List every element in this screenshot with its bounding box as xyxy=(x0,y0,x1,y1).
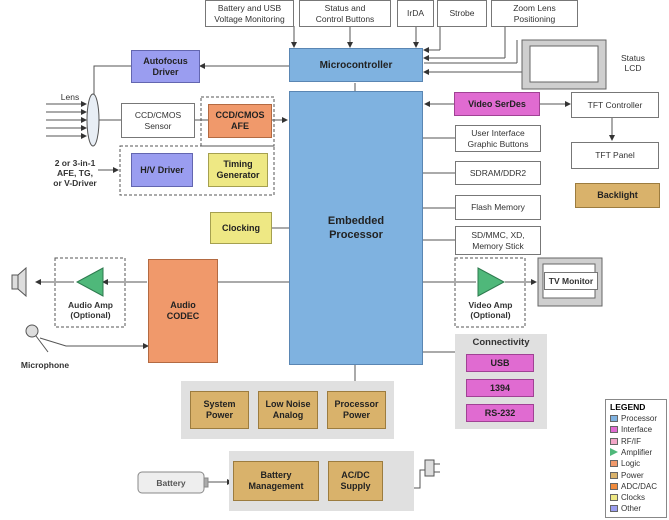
audio-amp-icon xyxy=(75,267,104,297)
video-serdes: Video SerDes xyxy=(454,92,540,116)
legend-swatch xyxy=(610,460,618,468)
status-lcd-label: Status LCD xyxy=(620,53,646,73)
afe-note: 2 or 3-in-1 AFE, TG, or V-Driver xyxy=(53,158,97,188)
legend-swatch xyxy=(610,471,618,479)
system-power: System Power xyxy=(190,391,249,429)
usb: USB xyxy=(466,354,534,372)
battery-usb-monitoring: Battery and USB Voltage Monitoring xyxy=(205,0,294,27)
status-control-buttons: Status and Control Buttons xyxy=(299,0,391,27)
ccd-cmos-sensor: CCD/CMOS Sensor xyxy=(121,103,195,138)
battery-management: Battery Management xyxy=(233,461,319,501)
status-lcd-icon xyxy=(521,39,607,90)
legend-label: RF/IF xyxy=(621,436,641,446)
hv-driver: H/V Driver xyxy=(131,153,193,187)
speaker-icon xyxy=(11,266,27,298)
legend-label: Interface xyxy=(621,425,653,435)
plug-icon xyxy=(424,459,440,477)
audio-codec: Audio CODEC xyxy=(148,259,218,363)
legend-item: Logic xyxy=(610,459,640,468)
legend-item: Interface xyxy=(610,425,652,434)
zoom-lens-positioning: Zoom Lens Positioning xyxy=(491,0,578,27)
legend-swatch xyxy=(610,494,618,502)
legend-label: Processor xyxy=(621,414,658,423)
irda: IrDA xyxy=(397,0,434,27)
strobe: Strobe xyxy=(437,0,487,27)
microphone-icon xyxy=(25,324,49,353)
legend-label: Clocks xyxy=(621,493,646,503)
tv-monitor: TV Monitor xyxy=(544,272,598,290)
legend-swatch xyxy=(610,482,618,490)
legend-label: Power xyxy=(621,470,644,480)
connectivity-title: Connectivity xyxy=(472,337,530,348)
sdram-ddr2: SDRAM/DDR2 xyxy=(455,161,541,185)
legend-item: Processor xyxy=(610,414,657,423)
microcontroller: Microcontroller xyxy=(289,48,423,82)
timing-generator: Timing Generator xyxy=(208,153,268,187)
processor-power: Processor Power xyxy=(327,391,386,429)
battery-label: Battery xyxy=(156,478,186,488)
legend-item: Power xyxy=(610,471,644,480)
lens-label: Lens xyxy=(60,92,80,102)
ui-graphic-buttons: User Interface Graphic Buttons xyxy=(455,125,541,152)
legend-label: Logic xyxy=(621,459,641,469)
legend-item: Clocks xyxy=(610,493,645,502)
rs-232: RS-232 xyxy=(466,404,534,422)
tft-controller: TFT Controller xyxy=(571,92,659,118)
microphone-label: Microphone xyxy=(20,360,70,370)
legend-swatch xyxy=(610,505,618,513)
backlight: Backlight xyxy=(575,183,660,208)
ieee-1394: 1394 xyxy=(466,379,534,397)
legend-item: RF/IF xyxy=(610,437,641,446)
autofocus-driver: Autofocus Driver xyxy=(131,50,200,83)
ccd-cmos-afe: CCD/CMOS AFE xyxy=(208,104,272,138)
sd-mmc-xd: SD/MMC, XD, Memory Stick xyxy=(455,226,541,255)
legend-swatch xyxy=(610,448,618,457)
legend-swatch xyxy=(610,426,618,434)
legend-title: LEGEND xyxy=(610,402,646,412)
audio-amp-label: Audio Amp (Optional) xyxy=(67,300,113,320)
legend-item: Amplifier xyxy=(610,448,652,457)
battery-icon xyxy=(137,471,209,494)
legend-item: ADC/DAC xyxy=(610,482,657,491)
video-amp-label: Video Amp (Optional) xyxy=(468,300,513,320)
legend-item: Other xyxy=(610,504,641,513)
ac-dc-supply: AC/DC Supply xyxy=(328,461,383,501)
video-amp-icon xyxy=(477,267,506,297)
low-noise-analog: Low Noise Analog xyxy=(258,391,318,429)
legend-swatch xyxy=(610,415,618,422)
embedded-processor: Embedded Processor xyxy=(289,91,423,365)
legend-label: ADC/DAC xyxy=(621,481,658,491)
tft-panel: TFT Panel xyxy=(571,142,659,169)
legend-label: Amplifier xyxy=(621,447,653,457)
clocking: Clocking xyxy=(210,212,272,244)
legend-label: Other xyxy=(621,504,642,514)
flash-memory: Flash Memory xyxy=(455,195,541,220)
legend-swatch xyxy=(610,437,618,445)
